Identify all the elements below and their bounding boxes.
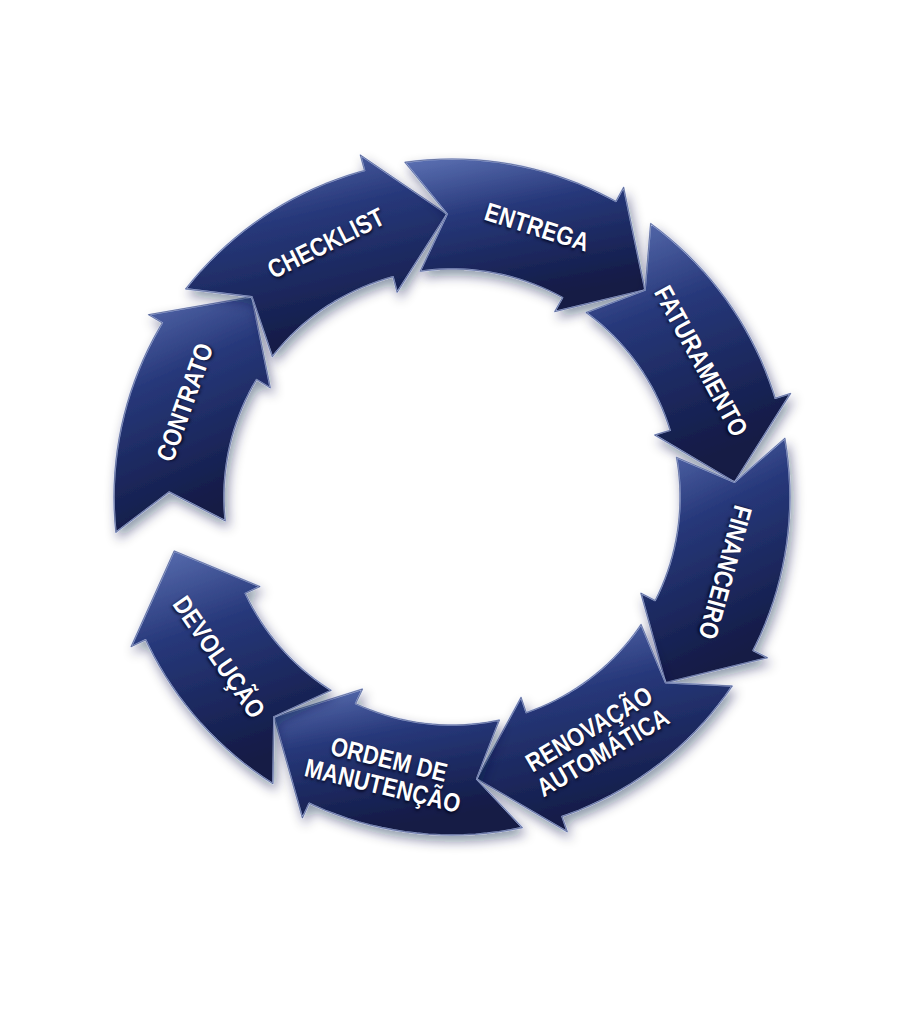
arrow-edge [114, 297, 270, 532]
cycle-arrow: CONTRATO [114, 296, 271, 533]
cycle-arrow: CHECKLIST [185, 155, 448, 357]
arrow-outline [586, 224, 791, 483]
arrow-edge [274, 689, 522, 835]
cycle-arrow: FATURAMENTO [586, 223, 791, 483]
arrow-outline [477, 624, 733, 831]
arrow-edge [586, 224, 791, 483]
cycle-arrow: DEVOLUÇÃO [131, 550, 332, 784]
arrow-outline [186, 155, 447, 357]
cycle-arrow: ENTREGA [404, 159, 646, 312]
arrow-outline [405, 159, 645, 312]
arrow-outline [274, 689, 522, 835]
cycle-arrow: ORDEM DE MANUTENÇÃO [273, 689, 523, 835]
arrow-edge [186, 155, 447, 357]
arrow-outline [641, 438, 790, 682]
arrow-edge [131, 551, 331, 784]
arrow-edge [641, 438, 790, 682]
cycle-arrow: FINANCEIRO [640, 438, 790, 683]
arrow-edge [405, 159, 645, 312]
arrow-outline [114, 297, 270, 532]
arrow-edge [477, 624, 733, 831]
arrow-outline [131, 551, 331, 784]
cycle-arrow: RENOVAÇÃO AUTOMÁTICA [476, 624, 733, 832]
